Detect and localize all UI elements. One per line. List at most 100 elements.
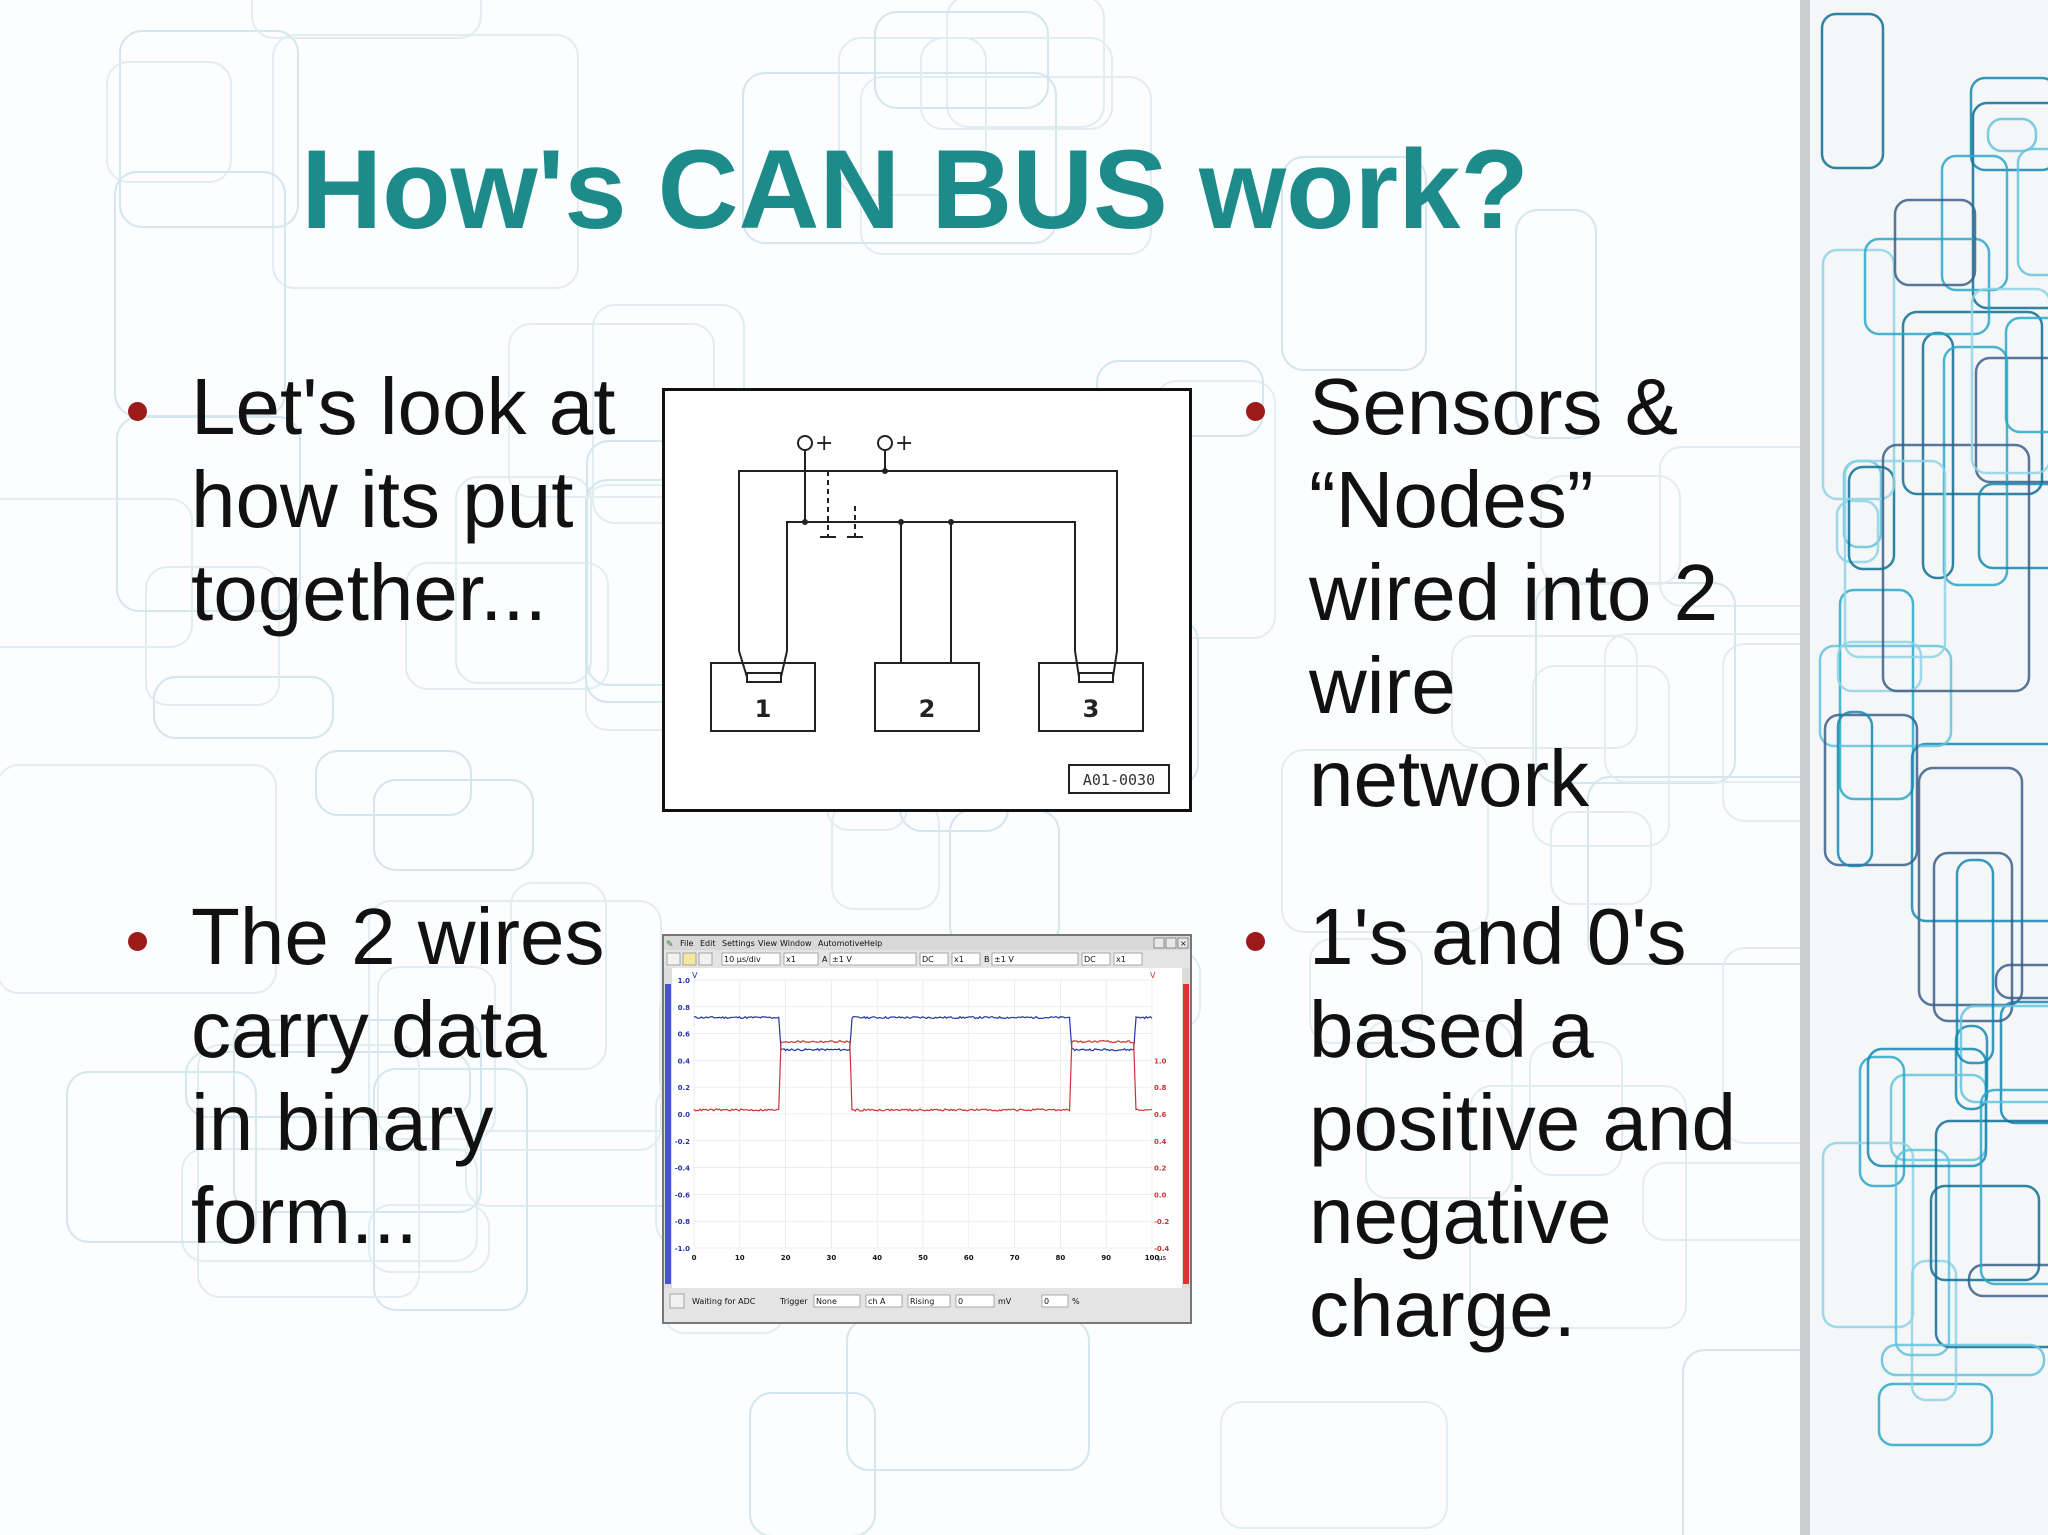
pretrigger-unit: % [1072, 1297, 1080, 1306]
side-band-trace [1858, 1055, 1906, 1188]
window-controls: × [1153, 937, 1189, 949]
menu-file[interactable]: File [680, 939, 693, 948]
side-band-trace [1999, 1000, 2048, 1125]
status-checkbox[interactable] [669, 1293, 685, 1309]
background-trace [153, 676, 334, 739]
side-band-trace [1821, 248, 1896, 501]
channel-b-coupling: DC [1084, 955, 1096, 964]
figure-code: A01-0030 [1083, 771, 1155, 789]
y-tick-label-right: 0.0 [1154, 1191, 1167, 1199]
decorative-side-band [1800, 0, 2048, 1535]
background-trace [181, 1148, 478, 1262]
terminating-resistor [1078, 672, 1114, 683]
pretrigger-value: 0 [1044, 1297, 1049, 1306]
background-trace [373, 1068, 528, 1311]
y-tick-label-right: 0.8 [1154, 1084, 1167, 1092]
background-trace [1451, 635, 1638, 749]
background-trace [116, 416, 301, 612]
y-tick-label-left: 0.2 [678, 1084, 691, 1092]
side-band-trace [1979, 1088, 2048, 1286]
bus-wire-high [738, 470, 1118, 651]
bus-wire-low [786, 521, 1076, 651]
background-trace [368, 1204, 490, 1273]
side-band-trace [1932, 851, 2014, 1023]
side-band-trace [1977, 482, 2048, 570]
signal-trace-series-2 [693, 1039, 1153, 1112]
side-band-trace [1880, 1343, 2046, 1377]
menu-bar [664, 936, 1190, 950]
menu-help[interactable]: Help [864, 939, 882, 948]
power-plus-label: + [895, 431, 913, 456]
background-trace [1529, 1041, 1623, 1176]
channel-a-multiplier: x1 [954, 955, 964, 964]
run-icon[interactable] [666, 952, 681, 966]
side-band-trace [1818, 644, 1953, 748]
channel-b-coupling-select[interactable] [1081, 952, 1111, 966]
trigger-edge-select[interactable] [907, 1294, 951, 1308]
side-band-trace [1866, 1047, 1988, 1168]
menu-view[interactable]: View [758, 939, 777, 948]
minimize-button[interactable] [1153, 937, 1165, 949]
bullet-text: Sensors & “Nodes” wired into 2 wire netw… [1309, 362, 1719, 823]
background-trace [0, 498, 193, 648]
right-axis-unit: V [1150, 971, 1156, 980]
junction-dot [948, 519, 954, 525]
trigger-level-input[interactable] [955, 1294, 995, 1308]
menu-edit[interactable]: Edit [700, 939, 716, 948]
status-message: Waiting for ADC [692, 1297, 756, 1306]
bullet-dot [1246, 402, 1265, 421]
background-trace [145, 566, 280, 706]
trigger-channel-select[interactable] [865, 1294, 903, 1308]
side-band-trace [1910, 742, 2048, 923]
y-tick-label-left: 0.4 [678, 1057, 691, 1065]
side-band-trace [1863, 237, 1991, 336]
trigger-select[interactable] [813, 1294, 861, 1308]
side-band-trace [1994, 963, 2048, 1000]
plot-background [672, 968, 1182, 1288]
side-band-trace [1959, 1004, 2048, 1104]
pretrigger-input[interactable] [1041, 1294, 1069, 1308]
channel-a-label: A [822, 955, 828, 964]
menu-settings[interactable]: Settings [722, 939, 755, 948]
y-tick-label-right: 0.4 [1154, 1138, 1167, 1146]
channel-a-multiplier-select[interactable] [951, 952, 981, 966]
oscilloscope-svg: ✎ File Edit Settings View Window Automot… [664, 936, 1190, 1322]
side-band-trace [1823, 713, 1919, 867]
y-tick-label-left: -0.8 [675, 1218, 690, 1226]
y-tick-label-right: 1.0 [1154, 1057, 1167, 1065]
bullet-text: Let's look at how its put together... [191, 362, 616, 637]
resistor-lead [1074, 650, 1080, 678]
background-trace [1281, 749, 1489, 933]
close-button[interactable] [1177, 937, 1189, 949]
menu-automotive[interactable]: Automotive [818, 939, 864, 948]
multiplier-value: x1 [786, 955, 796, 964]
channel-b-multiplier-select[interactable] [1113, 952, 1143, 966]
edit-icon[interactable] [698, 952, 713, 966]
node-1-label: 1 [755, 695, 772, 723]
close-icon: × [1180, 939, 1187, 948]
background-trace [1532, 665, 1670, 847]
y-tick-label-left: -0.2 [675, 1138, 690, 1146]
node-3-box [1038, 662, 1144, 732]
background-trace [1469, 1085, 1687, 1329]
maximize-button[interactable] [1165, 937, 1177, 949]
timebase-select[interactable] [721, 952, 781, 966]
background-trace [1550, 811, 1652, 905]
multiplier-select[interactable] [783, 952, 819, 966]
power-plus-label: + [815, 431, 833, 456]
background-trace [831, 800, 940, 910]
open-icon[interactable] [682, 952, 697, 966]
background-trace [874, 11, 1049, 109]
channel-a-coupling-select[interactable] [919, 952, 949, 966]
side-band-edge [1800, 0, 1810, 1535]
bullet-dot [128, 402, 147, 421]
x-tick-label: 30 [827, 1254, 837, 1262]
bullet-item: The 2 wires carry data in binary form... [128, 890, 604, 1262]
timebase-value: 10 µs/div [724, 955, 761, 964]
x-tick-label: 0 [692, 1254, 697, 1262]
menu-window[interactable]: Window [780, 939, 812, 948]
channel-b-range-select[interactable] [991, 952, 1079, 966]
channel-a-range-select[interactable] [829, 952, 917, 966]
background-trace [373, 779, 534, 871]
